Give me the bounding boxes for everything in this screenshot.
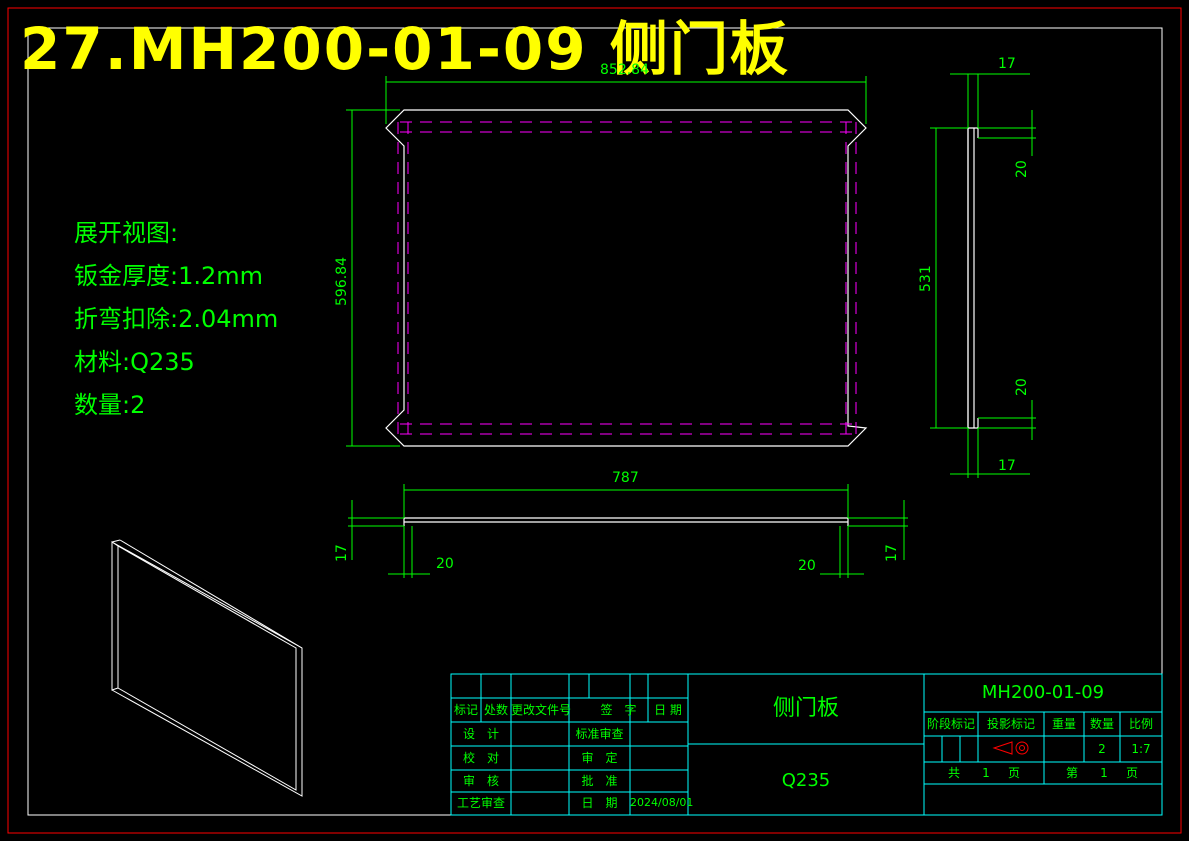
tb-header-count: 处数: [483, 703, 508, 717]
tb-design: 设 计: [462, 727, 499, 741]
tb-process-review: 工艺审查: [456, 796, 505, 810]
side-view: [967, 127, 979, 429]
bend-lines: [397, 121, 857, 435]
dim-side-height: 531: [918, 265, 934, 292]
tb-drawing-number: MH200-01-09: [981, 682, 1105, 703]
tb-header-date: 日 期: [654, 703, 682, 717]
tb-approve: 批 准: [581, 774, 618, 788]
tb-projection-mark: 投影标记: [986, 717, 1035, 731]
bottom-view-dimensions: [348, 484, 908, 578]
flat-pattern-outline: [385, 109, 868, 447]
tb-total-label: 共: [947, 766, 960, 780]
drawing-title: 27.MH200-01-09 侧门板: [20, 15, 790, 83]
note-material: 材料:Q235: [74, 348, 195, 376]
tb-scale-value: 1:7: [1131, 742, 1151, 756]
dim-flat-height: 596.84: [334, 257, 350, 306]
tb-scale-label: 比例: [1128, 717, 1153, 731]
tb-weight: 重量: [1051, 717, 1076, 731]
tb-sheet-label: 第: [1065, 766, 1078, 780]
tb-quantity-value: 2: [1098, 742, 1106, 756]
title-block-grid: [450, 673, 1163, 816]
side-view-dimensions: [930, 73, 1036, 478]
bottom-view: [403, 517, 849, 526]
flat-width-dimension: [385, 76, 867, 124]
tb-header-mark: 标记: [453, 703, 478, 717]
tb-sheet-unit: 页: [1125, 766, 1138, 780]
note-quantity: 数量:2: [74, 391, 146, 419]
dim-right-20: 20: [798, 558, 816, 574]
isometric-panel: [111, 539, 303, 797]
note-heading: 展开视图:: [74, 219, 179, 247]
tb-audit: 审 定: [581, 751, 618, 765]
tb-quantity-label: 数量: [1089, 717, 1114, 731]
tb-total-unit: 页: [1007, 766, 1020, 780]
dim-right-17: 17: [884, 544, 900, 562]
tb-stage-mark: 阶段标记: [926, 717, 975, 731]
dim-flat-width: 852.84: [600, 62, 649, 78]
tb-review: 审 核: [462, 774, 499, 788]
flat-height-dimension: [346, 109, 400, 447]
tb-header-signature: 签 字: [600, 703, 637, 717]
note-thickness: 钣金厚度:1.2mm: [74, 262, 264, 290]
dim-left-17: 17: [334, 544, 350, 562]
tb-std-review: 标准审查: [575, 727, 624, 741]
dim-left-20: 20: [436, 556, 454, 572]
note-bend-deduction: 折弯扣除:2.04mm: [74, 305, 279, 333]
projection-symbol-icon: [992, 741, 1029, 755]
tb-check: 校 对: [462, 751, 499, 765]
dim-flange-20-bottom: 20: [1014, 378, 1030, 396]
tb-total-value: 1: [982, 766, 990, 780]
tb-header-change-doc: 更改文件号: [511, 703, 572, 717]
tb-date-label: 日 期: [581, 796, 618, 810]
dim-flange-20-top: 20: [1014, 160, 1030, 178]
tb-sheet-value: 1: [1100, 766, 1108, 780]
tb-material: Q235: [781, 770, 831, 791]
dim-bottom-length: 787: [612, 470, 639, 486]
tb-part-name: 侧门板: [772, 696, 839, 721]
sheet-border: [7, 7, 1182, 834]
dim-flange-17-bottom: 17: [998, 458, 1016, 474]
tb-date-value: 2024/08/01: [630, 796, 694, 809]
dim-flange-17-top: 17: [998, 56, 1016, 72]
